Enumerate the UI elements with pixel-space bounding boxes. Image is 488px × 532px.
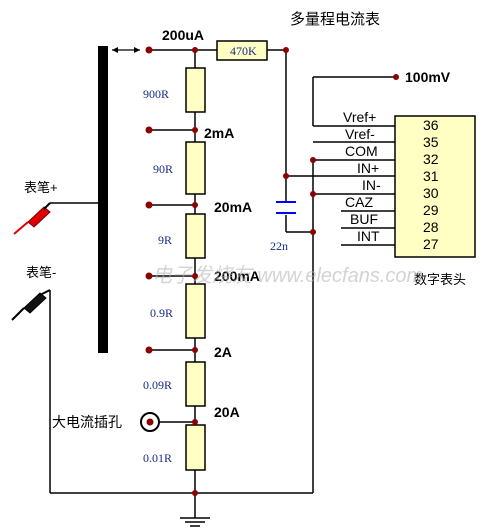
ground-icon (180, 517, 210, 527)
pin-name-in-minus: IN- (362, 177, 381, 193)
positive-probe-icon (13, 202, 51, 235)
pin-name-vref-minus: Vref- (345, 126, 375, 142)
diagram-title: 多量程电流表 (290, 11, 380, 28)
ic-pin-numbers: 36 35 32 31 30 29 28 27 (423, 117, 439, 252)
pin-number-30: 30 (423, 185, 439, 201)
resistor-0-01r (185, 424, 206, 471)
resistor-90r-label: 90R (153, 162, 173, 176)
pin-name-in-plus: IN+ (357, 160, 379, 176)
range-2a: 2A (214, 344, 232, 360)
pin-number-36: 36 (423, 117, 439, 133)
pin-name-caz: CAZ (345, 194, 373, 210)
reference-voltage-label: 100mV (405, 69, 451, 85)
resistor-9r (185, 213, 206, 259)
pin-number-29: 29 (423, 202, 439, 218)
meter-ic (394, 115, 476, 258)
resistor-0-9r (185, 283, 206, 339)
resistor-470k-label: 470K (230, 44, 257, 58)
switch-arrow-head-right (134, 47, 140, 53)
resistor-900r-label: 900R (143, 87, 169, 101)
high-current-jack-label: 大电流插孔 (52, 414, 122, 430)
pin-number-32: 32 (423, 151, 439, 167)
resistor-0-09r-label: 0.09R (143, 378, 172, 392)
pin-number-28: 28 (423, 219, 439, 235)
range-200ma: 200mA (214, 268, 260, 284)
watermark: 电子发烧友 www.elecfans.com (152, 265, 423, 287)
capacitor-label: 22n (270, 239, 288, 253)
resistor-470k (216, 40, 268, 61)
range-switch-bar (98, 46, 108, 353)
range-200ua: 200uA (162, 27, 204, 43)
resistor-9r-label: 9R (158, 233, 172, 247)
pin-number-35: 35 (423, 134, 439, 150)
capacitor (276, 201, 296, 214)
pin-name-buf: BUF (350, 211, 378, 227)
range-20a: 20A (214, 404, 240, 420)
negative-probe-label: 表笔- (26, 265, 56, 280)
resistor-900r (185, 67, 206, 113)
resistor-0-09r (185, 361, 206, 407)
pin-name-int: INT (357, 228, 380, 244)
meter-ic-caption: 数字表头 (414, 272, 466, 287)
resistors (185, 40, 268, 471)
resistor-90r (185, 141, 206, 195)
junction-nodes (145, 46, 399, 496)
positive-probe-label: 表笔+ (24, 180, 58, 195)
pin-name-com: COM (345, 143, 378, 159)
negative-probe-icon (11, 289, 51, 321)
switch-arrow-head-left (112, 47, 118, 53)
resistor-0-01r-label: 0.01R (143, 451, 172, 465)
pin-number-31: 31 (423, 168, 439, 184)
ic-pin-names: Vref+ Vref- COM IN+ IN- CAZ BUF INT (343, 109, 381, 244)
range-2ma: 2mA (204, 125, 234, 141)
ladder-wires (49, 49, 396, 518)
range-20ma: 20mA (214, 199, 252, 215)
resistor-0-9r-label: 0.9R (150, 306, 173, 320)
pin-name-vref-plus: Vref+ (343, 109, 376, 125)
pin-number-27: 27 (423, 236, 439, 252)
